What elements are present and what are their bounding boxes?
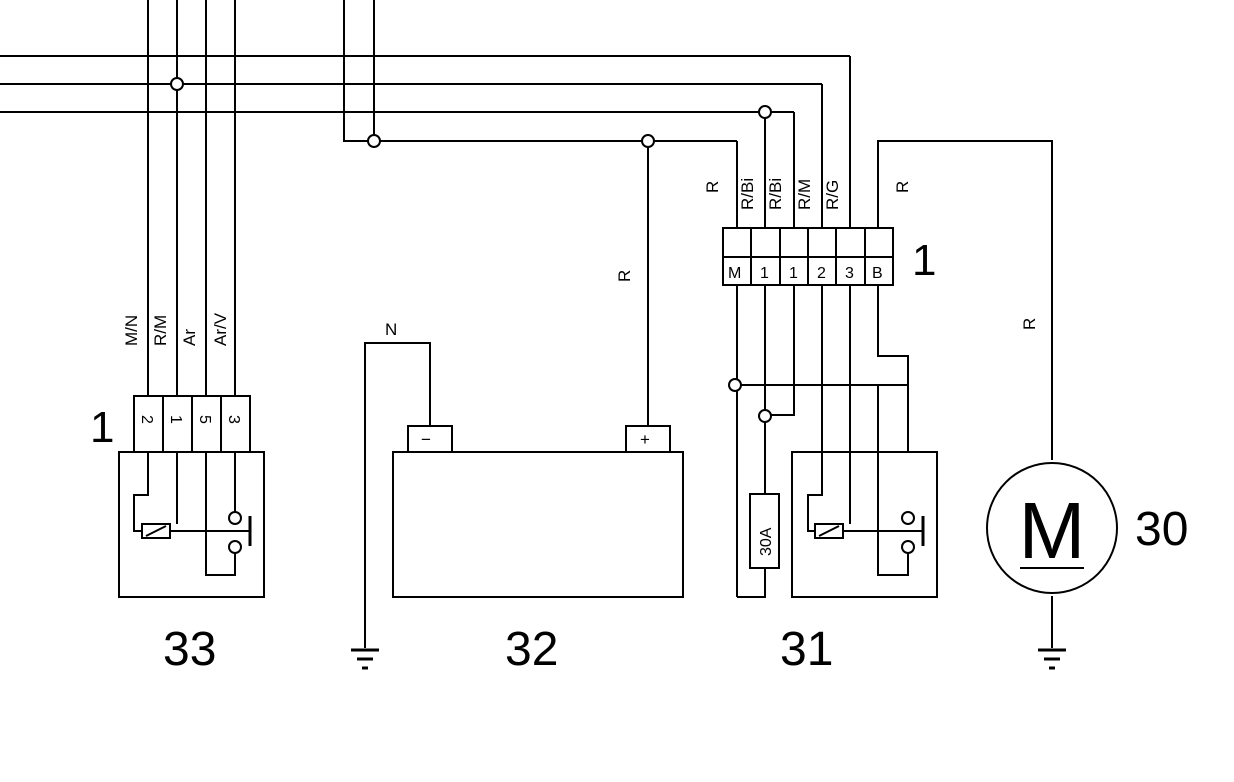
wire-label: R/Bi xyxy=(738,178,757,210)
ground-icon xyxy=(351,642,379,670)
pin-label: 3 xyxy=(225,415,242,424)
relay33-wires xyxy=(147,0,236,396)
pin-label: 1 xyxy=(789,265,798,282)
pin-label: 1 xyxy=(167,415,184,424)
component-number: 32 xyxy=(505,623,558,676)
component-number: 31 xyxy=(780,623,833,676)
junction-dots xyxy=(170,77,772,148)
wire-label: Ar xyxy=(180,329,199,346)
component-number: 33 xyxy=(163,623,216,676)
wire-labels-relay33: M/N R/M Ar Ar/V xyxy=(122,312,230,346)
wire-label: R/Bi xyxy=(766,178,785,210)
relay-33: 2 1 5 3 1 33 xyxy=(90,395,265,676)
relay-31: M 1 1 2 3 B 1 30A 31 xyxy=(722,227,938,676)
wire-label: R/M xyxy=(795,179,814,210)
connector-id: 1 xyxy=(912,236,936,285)
battery-neg-terminal: − xyxy=(421,430,431,449)
pin-label: M xyxy=(728,265,741,282)
wire-label: M/N xyxy=(122,315,141,346)
pin-label: 1 xyxy=(760,265,769,282)
pin-label: 2 xyxy=(817,265,826,282)
wire-label: R xyxy=(703,181,722,193)
component-number: 30 xyxy=(1135,503,1188,556)
fuse-label: 30A xyxy=(758,527,775,556)
wire-labels-relay31: R R/Bi R/Bi R/M R/G R xyxy=(703,178,912,210)
wire-label: R/M xyxy=(151,315,170,346)
wire-label: Ar/V xyxy=(211,312,230,346)
bus-wires xyxy=(0,0,1053,460)
connector-id: 1 xyxy=(90,403,114,452)
wire-label: R/G xyxy=(823,180,842,210)
pin-label: 3 xyxy=(845,265,854,282)
pin-label: B xyxy=(872,265,883,282)
motor-30: M 30 xyxy=(986,462,1188,594)
wire-label-battery-pos: R xyxy=(615,270,634,282)
pin-label: 2 xyxy=(138,415,155,424)
battery-pos-terminal: + xyxy=(640,430,650,449)
ground-icon xyxy=(1038,596,1066,670)
pin-label: 5 xyxy=(196,415,213,424)
motor-symbol: M xyxy=(1019,486,1086,575)
wire-label-battery-neg: N xyxy=(385,320,397,339)
wire-label: R xyxy=(893,181,912,193)
battery-32: N − + 32 xyxy=(364,320,684,676)
wire-label-motor: R xyxy=(1020,318,1039,330)
